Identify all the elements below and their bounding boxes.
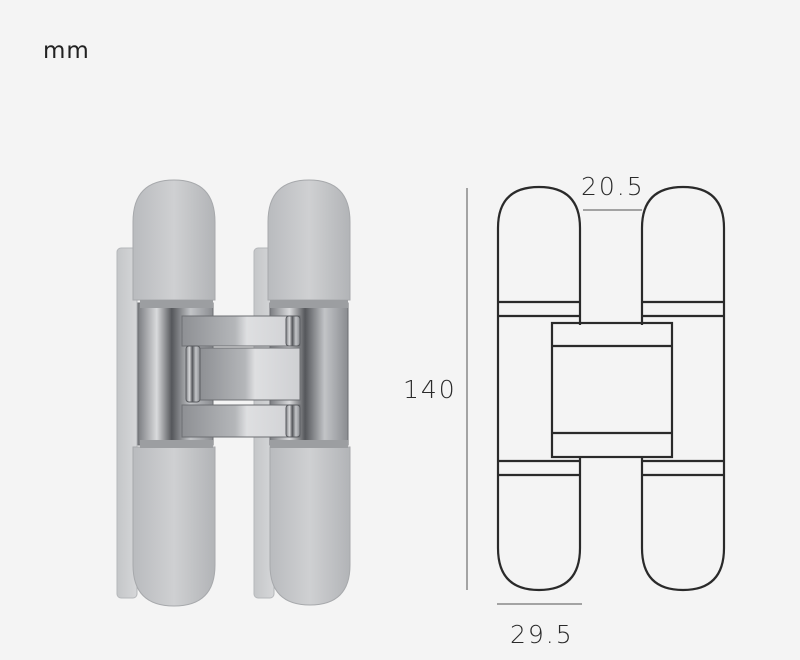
unit-label: mm [43,38,90,64]
gap-dimension-label: 20.5 [581,172,645,201]
height-dimension-label: 140 [403,375,457,404]
leaf-width-dimension-label: 29.5 [510,620,574,649]
